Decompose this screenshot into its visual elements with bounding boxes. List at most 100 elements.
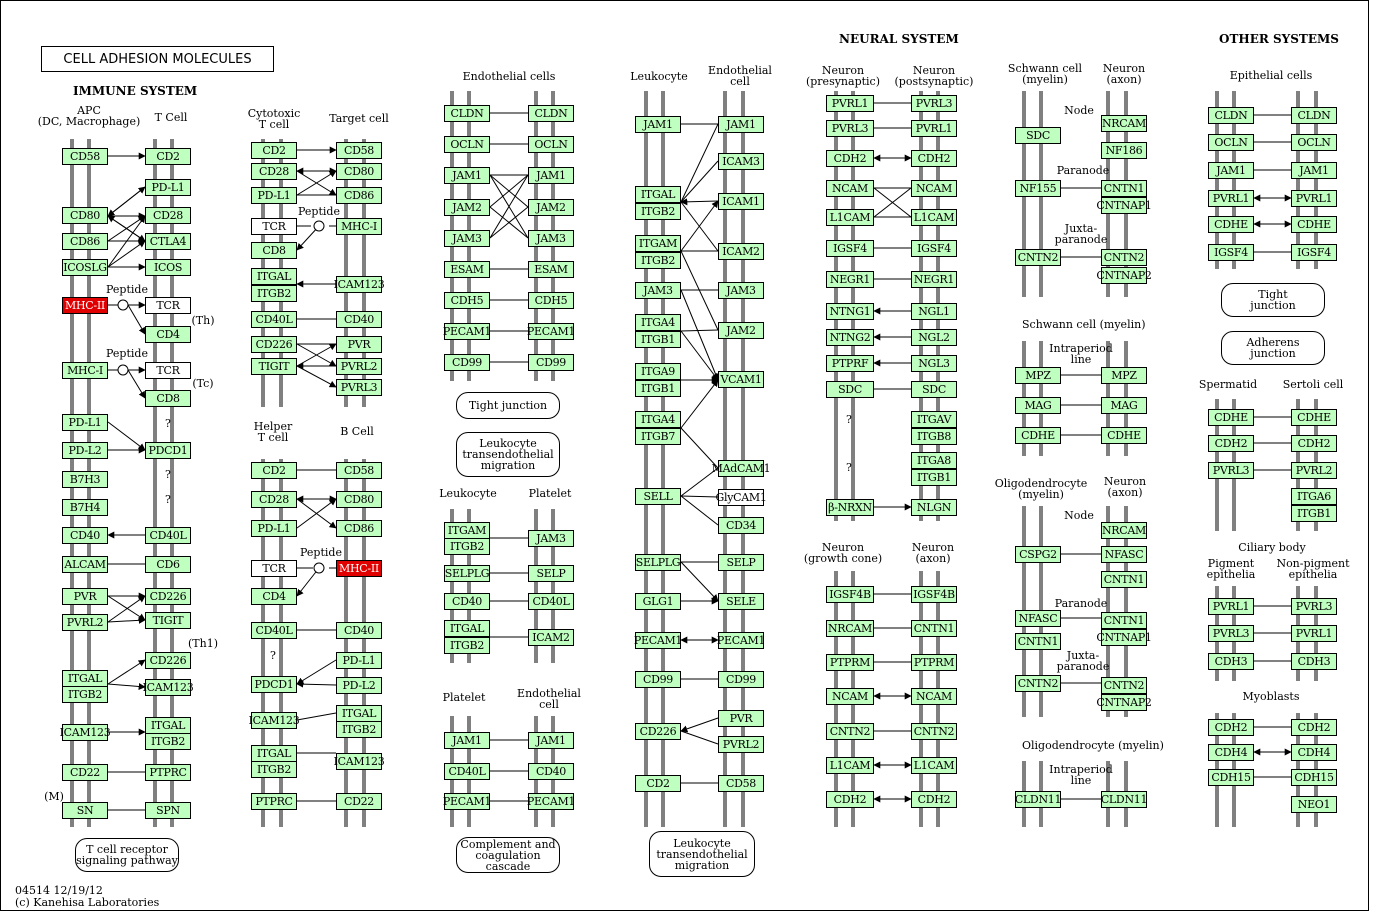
gene-icam1[interactable]: ICAM1: [718, 193, 764, 210]
gene-tcr[interactable]: TCR: [251, 218, 297, 235]
gene-cntn1[interactable]: CNTN1: [1101, 612, 1147, 629]
gene-cdh15[interactable]: CDH15: [1291, 769, 1337, 786]
gene-l1cam[interactable]: L1CAM: [826, 209, 874, 226]
gene-mhc-ii[interactable]: MHC-II: [62, 297, 108, 314]
gene-cd80[interactable]: CD80: [336, 491, 382, 508]
gene-jam1[interactable]: JAM1: [1291, 162, 1337, 179]
gene-tigit[interactable]: TIGIT: [251, 358, 297, 375]
gene-cldn[interactable]: CLDN: [1291, 107, 1337, 124]
gene-pvrl1[interactable]: PVRL1: [1291, 190, 1337, 207]
gene-igsf4b[interactable]: IGSF4B: [911, 586, 957, 603]
gene-cd86[interactable]: CD86: [62, 233, 108, 250]
gene-itgb2[interactable]: ITGB2: [145, 733, 191, 750]
gene-itgam[interactable]: ITGAM: [444, 522, 490, 539]
gene-cd8[interactable]: CD8: [251, 242, 297, 259]
gene-icam123[interactable]: ICAM123: [59, 724, 111, 741]
gene-mag[interactable]: MAG: [1101, 397, 1147, 414]
gene-pvr[interactable]: PVR: [62, 588, 108, 605]
gene-ncam[interactable]: NCAM: [826, 180, 874, 197]
gene-mhc-ii[interactable]: MHC-II: [336, 560, 382, 577]
gene-itgal[interactable]: ITGAL: [145, 717, 191, 734]
gene-alcam[interactable]: ALCAM: [62, 556, 108, 573]
gene-itgam[interactable]: ITGAM: [635, 235, 681, 252]
gene-pecam1[interactable]: PECAM1: [633, 632, 683, 649]
gene-igsf4[interactable]: IGSF4: [1291, 244, 1337, 261]
gene-pvrl1[interactable]: PVRL1: [911, 120, 957, 137]
gene-ctla4[interactable]: CTLA4: [145, 233, 191, 250]
gene-glg1[interactable]: GLG1: [635, 593, 681, 610]
gene-ncam[interactable]: NCAM: [911, 688, 957, 705]
gene-icam2[interactable]: ICAM2: [528, 629, 574, 646]
gene-cd22[interactable]: CD22: [62, 764, 108, 781]
gene-cntnap2[interactable]: CNTNAP2: [1096, 694, 1152, 711]
gene-pd-l1[interactable]: PD-L1: [62, 414, 108, 431]
gene-cntn1[interactable]: CNTN1: [1015, 633, 1061, 650]
gene-cldn[interactable]: CLDN: [1208, 107, 1254, 124]
gene-cd8[interactable]: CD8: [145, 390, 191, 407]
gene-igsf4[interactable]: IGSF4: [911, 240, 957, 257]
gene-icam123[interactable]: ICAM123: [333, 276, 385, 293]
gene-mhc-i[interactable]: MHC-I: [336, 218, 382, 235]
gene-ptprm[interactable]: PTPRM: [826, 654, 874, 671]
gene-spn[interactable]: SPN: [145, 802, 191, 819]
gene-ncam[interactable]: NCAM: [826, 688, 874, 705]
gene-cd58[interactable]: CD58: [718, 775, 764, 792]
gene-esam[interactable]: ESAM: [528, 261, 574, 278]
pathway-link-leukocyte-transendothelial-migration[interactable]: Leukocyte transendothelial migration: [456, 432, 560, 477]
gene-icam2[interactable]: ICAM2: [718, 243, 764, 260]
gene-itgb8[interactable]: ITGB8: [911, 428, 957, 445]
gene-cdhe[interactable]: CDHE: [1291, 216, 1337, 233]
gene-icos[interactable]: ICOS: [145, 259, 191, 276]
pathway-link-tight-junction[interactable]: Tight junction: [1221, 283, 1325, 317]
gene-cd2[interactable]: CD2: [635, 775, 681, 792]
gene-cdh5[interactable]: CDH5: [528, 292, 574, 309]
gene-pd-l2[interactable]: PD-L2: [336, 677, 382, 694]
gene-cd40[interactable]: CD40: [528, 763, 574, 780]
gene-sell[interactable]: SELL: [635, 488, 681, 505]
gene-itgal[interactable]: ITGAL: [251, 268, 297, 285]
gene-pvrl1[interactable]: PVRL1: [1208, 598, 1254, 615]
gene-cd86[interactable]: CD86: [336, 187, 382, 204]
gene-itga4[interactable]: ITGA4: [635, 314, 681, 331]
gene-cd58[interactable]: CD58: [62, 148, 108, 165]
gene-cntn2[interactable]: CNTN2: [1101, 677, 1147, 694]
gene-tigit[interactable]: TIGIT: [145, 612, 191, 629]
gene-pvrl1[interactable]: PVRL1: [826, 95, 874, 112]
gene-cntn2[interactable]: CNTN2: [1101, 249, 1147, 266]
gene-pvrl3[interactable]: PVRL3: [336, 379, 382, 396]
gene-selplg[interactable]: SELPLG: [444, 565, 490, 582]
gene-cd40l[interactable]: CD40L: [444, 763, 490, 780]
gene-cdh2[interactable]: CDH2: [1291, 719, 1337, 736]
gene-jam1[interactable]: JAM1: [635, 116, 681, 133]
gene-pvrl3[interactable]: PVRL3: [1291, 598, 1337, 615]
gene-l1cam[interactable]: L1CAM: [911, 209, 957, 226]
pathway-link-leukocyte-transendothelial-migration[interactable]: Leukocyte transendothelial migration: [649, 831, 755, 877]
gene-nrcam[interactable]: NRCAM: [1101, 522, 1147, 539]
gene-tcr[interactable]: TCR: [145, 297, 191, 314]
gene-itgb1[interactable]: ITGB1: [911, 469, 957, 486]
gene-cldn11[interactable]: CLDN11: [1014, 791, 1062, 808]
gene-cdh3[interactable]: CDH3: [1208, 653, 1254, 670]
gene-itgb2[interactable]: ITGB2: [444, 538, 490, 555]
gene-cntnap1[interactable]: CNTNAP1: [1096, 629, 1152, 646]
gene-itgal[interactable]: ITGAL: [62, 670, 108, 687]
gene-pvrl3[interactable]: PVRL3: [1208, 462, 1254, 479]
gene-cd80[interactable]: CD80: [336, 163, 382, 180]
gene-jam1[interactable]: JAM1: [1208, 162, 1254, 179]
gene-cd4[interactable]: CD4: [251, 588, 297, 605]
gene-selp[interactable]: SELP: [718, 554, 764, 571]
gene-mpz[interactable]: MPZ: [1015, 367, 1061, 384]
gene-icam123[interactable]: ICAM123: [248, 712, 300, 729]
gene-pdcd1[interactable]: PDCD1: [145, 442, 191, 459]
gene-cd99[interactable]: CD99: [718, 671, 764, 688]
gene-icam123[interactable]: ICAM123: [142, 679, 194, 696]
gene-mag[interactable]: MAG: [1015, 397, 1061, 414]
gene-pvrl3[interactable]: PVRL3: [826, 120, 874, 137]
gene-nlgn[interactable]: NLGN: [911, 499, 957, 516]
gene-cd226[interactable]: CD226: [251, 336, 297, 353]
gene-ocln[interactable]: OCLN: [444, 136, 490, 153]
gene-l1cam[interactable]: L1CAM: [826, 757, 874, 774]
gene-cd40l[interactable]: CD40L: [145, 527, 191, 544]
gene-itgb2[interactable]: ITGB2: [251, 761, 297, 778]
gene-cd40l[interactable]: CD40L: [251, 622, 297, 639]
